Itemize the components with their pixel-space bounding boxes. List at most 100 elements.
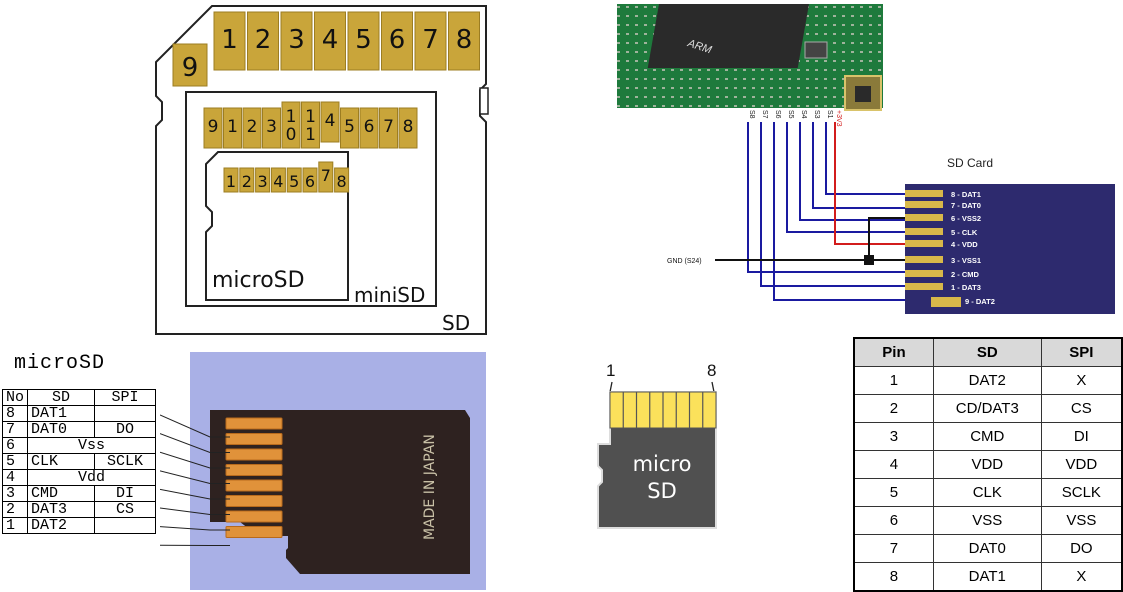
header-pin-label: S5 <box>787 110 794 119</box>
spi-signal <box>95 518 156 534</box>
svg-text:0: 0 <box>286 125 297 145</box>
microsd-pin-number: 2 <box>242 172 252 191</box>
wires <box>715 122 905 300</box>
minisd-pin-number: 3 <box>266 117 277 137</box>
sd-label: SD <box>442 311 470 335</box>
card-pin-label: 9 - DAT2 <box>965 297 995 306</box>
leader-line <box>160 489 230 499</box>
spi-signal: CS <box>1041 395 1122 423</box>
sd-signal: DAT3 <box>28 502 95 518</box>
microsd-icon-text-2: SD <box>647 479 677 503</box>
minisd-pin-number: 6 <box>364 117 375 137</box>
microsd-pin-number: 4 <box>273 172 283 191</box>
spi-signal: DI <box>1041 423 1122 451</box>
microsd-pin-number: 7 <box>321 166 331 185</box>
sd-pin-number: 7 <box>422 25 439 55</box>
header-pin-label: S6 <box>774 110 781 119</box>
spi-signal: DI <box>95 486 156 502</box>
sd-signal: VSS <box>933 507 1041 535</box>
header-sd: SD <box>28 390 95 406</box>
photo-gold-pad <box>226 527 282 538</box>
microsd-photo-title: microSD <box>14 352 105 375</box>
sd-pin-number: 5 <box>355 25 372 55</box>
spi-signal: X <box>1041 367 1122 395</box>
microsd-photo: MADE IN JAPAN <box>190 352 486 590</box>
header-pin-label: S8 <box>748 110 755 119</box>
spi-signal: X <box>1041 563 1122 592</box>
schematic-title: SD Card <box>947 156 993 170</box>
card-pin-label: 5 - CLK <box>951 228 978 237</box>
card-pin-label: 2 - CMD <box>951 270 980 279</box>
svg-text:1: 1 <box>305 125 316 145</box>
header-spi: SPI <box>95 390 156 406</box>
card-pin-label: 7 - DAT0 <box>951 201 981 210</box>
card-contact <box>905 240 943 247</box>
minisd-pin-number: 8 <box>403 117 414 137</box>
spi-signal: CS <box>95 502 156 518</box>
card-contact <box>905 201 943 208</box>
pin: 5 <box>854 479 933 507</box>
header-no: No <box>3 390 28 406</box>
card-pin-label: 6 - VSS2 <box>951 214 981 223</box>
microsd-pin-number: 6 <box>305 172 315 191</box>
minisd-pin-number: 2 <box>247 117 258 137</box>
pin-number: 2 <box>3 502 28 518</box>
spi-signal: VSS <box>1041 507 1122 535</box>
header-spi: SPI <box>1041 338 1122 367</box>
photo-gold-pad <box>226 511 282 522</box>
header-pin-label: S1 <box>826 110 833 119</box>
pin-number: 3 <box>3 486 28 502</box>
sd-signal: DAT1 <box>28 406 95 422</box>
card-contact <box>905 270 943 277</box>
sd-signal: CLK <box>28 454 95 470</box>
minisd-pin-number: 1 <box>286 107 297 127</box>
pin: 4 <box>854 451 933 479</box>
card-contact <box>905 283 943 290</box>
sd-signal: DAT2 <box>933 367 1041 395</box>
sd-signal: CMD <box>933 423 1041 451</box>
microsd-pin-number: 5 <box>289 172 299 191</box>
minisd-pin-number: 7 <box>383 117 394 137</box>
photo-gold-pad <box>226 434 282 445</box>
pin-number: 7 <box>3 422 28 438</box>
leader-line <box>160 452 230 468</box>
microsd-icon-text-1: micro <box>633 452 692 476</box>
pin: 8 <box>854 563 933 592</box>
sd-pin-number: 2 <box>255 25 272 55</box>
microsd-pin-number: 3 <box>258 172 268 191</box>
sd-signal: DAT0 <box>933 535 1041 563</box>
card-contact <box>905 214 943 221</box>
pin-number: 1 <box>3 518 28 534</box>
photo-card-text: MADE IN JAPAN <box>422 434 438 540</box>
merged-signal: Vss <box>28 438 156 454</box>
leader-line <box>160 527 230 530</box>
minisd-label: miniSD <box>354 283 425 307</box>
photo-gold-pad <box>226 496 282 507</box>
sd-pin-number: 9 <box>182 53 199 83</box>
card-contact <box>905 256 943 263</box>
header-pin: Pin <box>854 338 933 367</box>
photo-gold-pad <box>226 418 282 429</box>
header-pin-label: S3 <box>813 110 820 119</box>
microsd-pin-number: 8 <box>337 172 347 191</box>
card-pin-label: 3 - VSS1 <box>951 256 981 265</box>
sd-pin-number: 8 <box>456 25 473 55</box>
pin: 7 <box>854 535 933 563</box>
sd-pin-number: 6 <box>389 25 406 55</box>
pin-number: 5 <box>3 454 28 470</box>
microsd-label: microSD <box>212 268 305 293</box>
